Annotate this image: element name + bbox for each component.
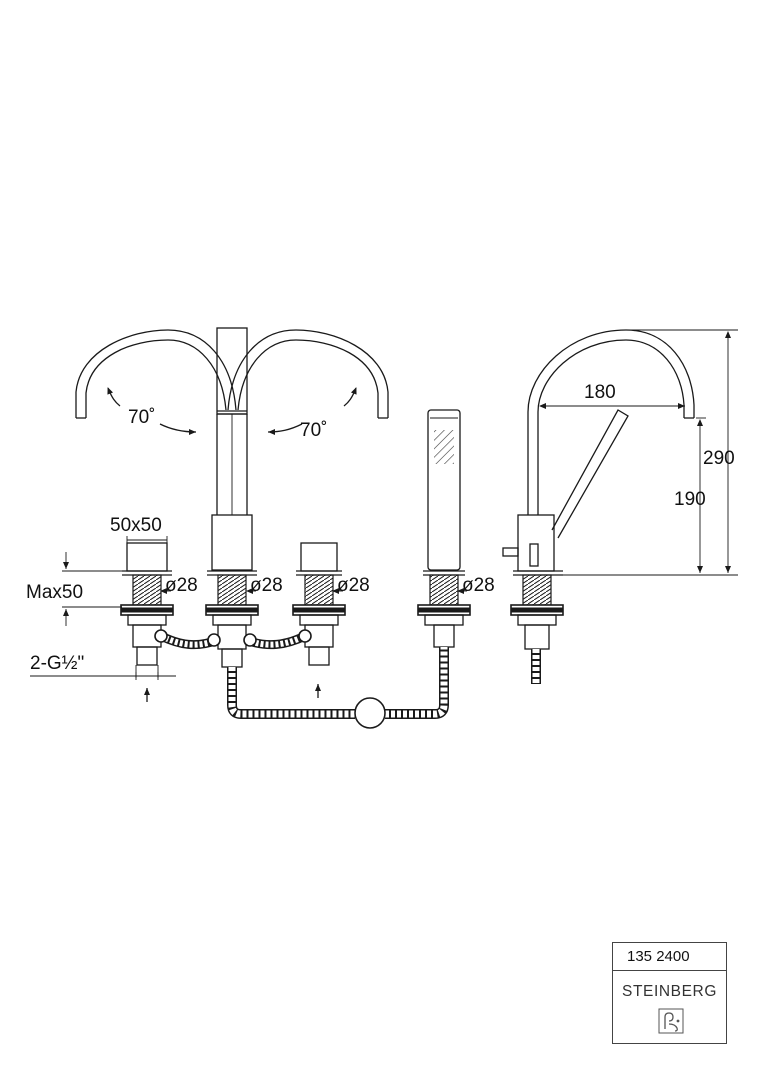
front-view: 70˚ 70˚ (26, 327, 495, 729)
angle-right-label: 70˚ (300, 420, 327, 441)
angle-left-label: 70˚ (128, 407, 155, 428)
spout-arcs (75, 329, 389, 419)
handshower (417, 409, 471, 648)
diameter-2-label: ø28 (250, 575, 283, 596)
title-block: 135 2400 STEINBERG (612, 942, 727, 1044)
diameter-1-label: ø28 (165, 575, 198, 596)
spray-face-icon (434, 430, 454, 464)
brand-name: STEINBERG (622, 983, 717, 1000)
braided-hoses (154, 629, 449, 729)
spout-body (211, 327, 253, 571)
max-thickness-label: Max50 (26, 582, 83, 603)
reach-label: 180 (584, 382, 616, 403)
left-handle (120, 542, 174, 678)
square-size-label: 50x50 (110, 515, 162, 536)
side-view: 180 290 190 (502, 329, 738, 684)
right-handle (292, 542, 346, 666)
diameter-4-label: ø28 (462, 575, 495, 596)
steinberg-logo-icon (658, 1008, 684, 1034)
height-total-label: 290 (703, 448, 735, 469)
height-outlet-label: 190 (674, 489, 706, 510)
connection-label: 2-G½" (30, 653, 84, 674)
article-number: 135 2400 (613, 943, 726, 971)
diameter-3-label: ø28 (337, 575, 370, 596)
